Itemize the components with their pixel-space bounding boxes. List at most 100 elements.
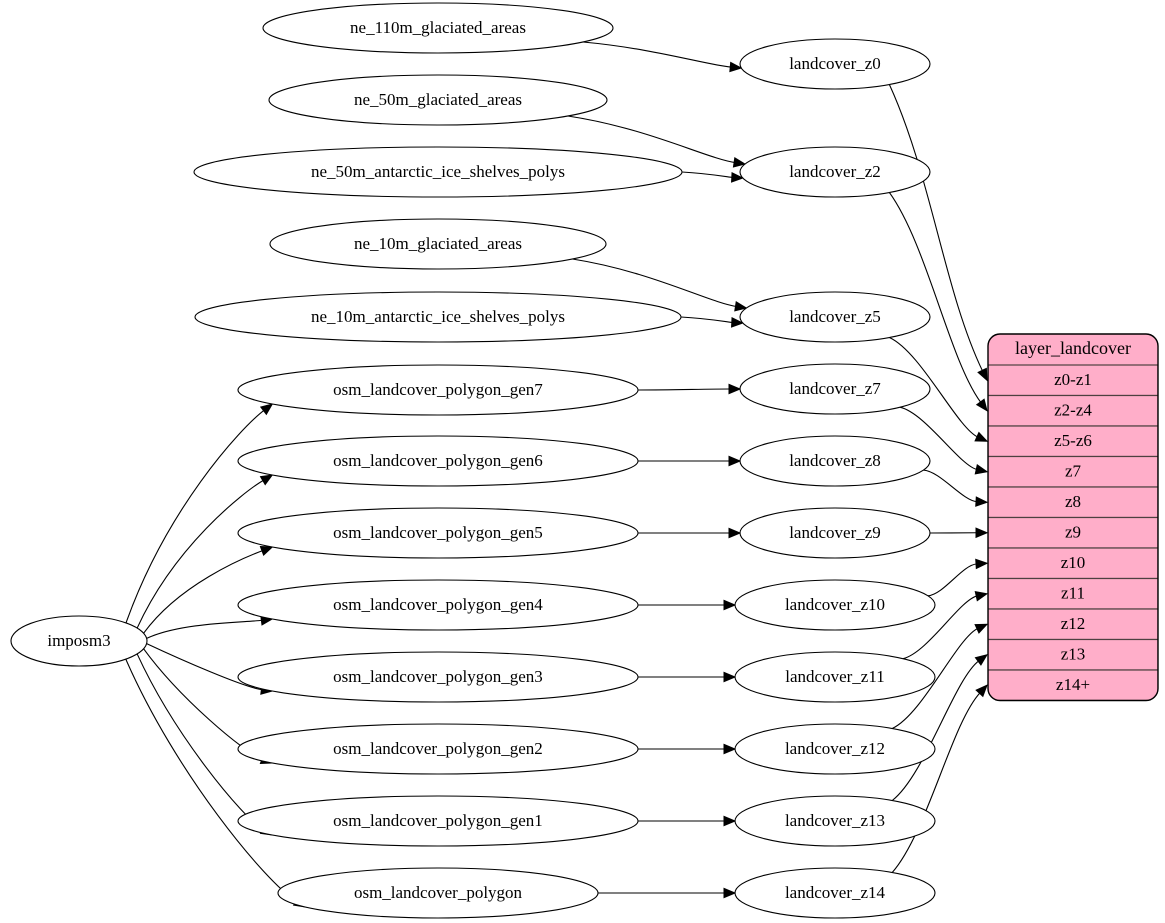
graph-node[interactable]: osm_landcover_polygon_gen3	[237, 651, 639, 703]
edge-line	[923, 469, 978, 503]
node-label: ne_50m_antarctic_ice_shelves_polys	[311, 162, 565, 181]
table-row-label: z0-z1	[1054, 370, 1092, 389]
graph-node[interactable]: osm_landcover_polygon_gen4	[237, 579, 639, 631]
node-ellipse	[739, 507, 931, 559]
node-label: landcover_z5	[789, 307, 881, 326]
edge-arrowhead	[731, 172, 745, 183]
node-label: landcover_z12	[785, 739, 885, 758]
edge-arrowhead	[728, 383, 742, 395]
edge-arrowhead	[723, 743, 737, 755]
edge-line	[582, 41, 732, 68]
graph-edge	[125, 403, 274, 624]
graph-node[interactable]: landcover_z11	[734, 651, 936, 703]
edge-arrowhead	[975, 527, 989, 539]
graph-edge	[888, 192, 988, 412]
graph-node[interactable]: landcover_z13	[734, 795, 936, 847]
edge-arrowhead	[259, 403, 274, 416]
edge-line	[146, 643, 263, 691]
node-label: osm_landcover_polygon_gen5	[333, 523, 543, 542]
table-row-cell[interactable]	[988, 486, 1158, 519]
edge-arrowhead	[974, 623, 989, 634]
graph-edge	[638, 599, 737, 611]
graph-node[interactable]: osm_landcover_polygon_gen2	[237, 723, 639, 775]
node-ellipse	[734, 723, 936, 775]
table-row-label: z14+	[1056, 675, 1090, 694]
edge-line	[902, 595, 978, 660]
graph-edge	[891, 684, 988, 873]
graph-node[interactable]: osm_landcover_polygon	[277, 867, 599, 919]
graph-node[interactable]: osm_landcover_polygon_gen6	[237, 435, 639, 487]
graph-node[interactable]: landcover_z14	[734, 867, 936, 919]
table-header-cell	[988, 334, 1158, 365]
node-label: imposm3	[47, 631, 110, 650]
node-label: osm_landcover_polygon_gen2	[333, 739, 543, 758]
graph-edge	[680, 316, 745, 328]
table-row-label: z8	[1065, 492, 1081, 511]
graph-edge	[899, 406, 989, 475]
graph-edge	[637, 743, 737, 755]
graph-edge	[927, 558, 989, 597]
table-row-cell[interactable]	[988, 455, 1158, 488]
table-title: layer_landcover	[1015, 338, 1131, 358]
graph-node[interactable]: landcover_z2	[739, 146, 931, 198]
table-row-cell[interactable]	[988, 516, 1158, 549]
graph-edge	[146, 615, 274, 639]
node-ellipse	[237, 364, 639, 416]
graph-node[interactable]: imposm3	[10, 615, 148, 667]
edge-arrowhead	[259, 474, 274, 486]
graph-node[interactable]: ne_110m_glaciated_areas	[262, 2, 614, 54]
node-ellipse	[739, 363, 931, 415]
graph-node[interactable]: ne_10m_antarctic_ice_shelves_polys	[194, 291, 682, 343]
graph-node[interactable]: landcover_z10	[734, 579, 936, 631]
graph-node[interactable]: ne_50m_antarctic_ice_shelves_polys	[193, 146, 683, 198]
node-ellipse	[269, 218, 607, 270]
node-label: landcover_z2	[789, 162, 881, 181]
graph-node[interactable]: landcover_z12	[734, 723, 936, 775]
edge-line	[899, 406, 978, 471]
graph-node[interactable]: osm_landcover_polygon_gen7	[237, 364, 639, 416]
node-ellipse	[268, 74, 608, 126]
graph-edge	[891, 653, 989, 801]
graph-edge	[143, 546, 274, 634]
node-label: ne_10m_antarctic_ice_shelves_polys	[311, 307, 565, 326]
graph-edge	[889, 336, 989, 442]
table-row-cell[interactable]	[988, 669, 1158, 701]
graph-node[interactable]: ne_10m_glaciated_areas	[269, 218, 607, 270]
graph-node[interactable]: landcover_z8	[739, 435, 931, 487]
edge-arrowhead	[974, 464, 989, 475]
edge-arrowhead	[729, 61, 743, 73]
table-row-cell[interactable]	[988, 608, 1158, 641]
graph-node[interactable]: ne_50m_glaciated_areas	[268, 74, 608, 126]
table-row-label: z2-z4	[1054, 401, 1092, 420]
layer-landcover-table[interactable]: layer_landcoverz0-z1z2-z4z5-z6z7z8z9z10z…	[987, 333, 1159, 702]
node-label: landcover_z11	[785, 667, 884, 686]
edge-line	[888, 84, 984, 372]
node-label: ne_10m_glaciated_areas	[354, 234, 522, 253]
graph-edge	[637, 383, 742, 395]
graph-node[interactable]: landcover_z0	[739, 38, 931, 90]
edge-arrowhead	[974, 591, 989, 602]
graph-node[interactable]: osm_landcover_polygon_gen1	[237, 795, 639, 847]
node-ellipse	[237, 723, 639, 775]
edge-line	[891, 692, 981, 873]
graph-edge	[888, 84, 988, 382]
graph-edge	[929, 527, 989, 539]
table-row-label: z7	[1065, 462, 1082, 481]
graph-node[interactable]: landcover_z5	[739, 291, 931, 343]
node-ellipse	[237, 435, 639, 487]
edge-line	[927, 563, 978, 597]
graph-node[interactable]: osm_landcover_polygon_gen5	[237, 507, 639, 559]
graph-edge	[638, 455, 742, 467]
edge-line	[889, 336, 979, 438]
edge-arrowhead	[259, 546, 274, 557]
edge-line	[891, 660, 980, 801]
table-layer: layer_landcoverz0-z1z2-z4z5-z6z7z8z9z10z…	[987, 333, 1159, 702]
graph-node[interactable]: landcover_z9	[739, 507, 931, 559]
edge-line	[637, 388, 731, 391]
graph-node[interactable]: landcover_z7	[739, 363, 931, 415]
edge-arrowhead	[975, 558, 989, 570]
graph-edge	[597, 887, 737, 899]
node-label: osm_landcover_polygon_gen1	[333, 811, 543, 830]
edge-line	[136, 479, 264, 629]
graph-edge	[572, 258, 748, 312]
